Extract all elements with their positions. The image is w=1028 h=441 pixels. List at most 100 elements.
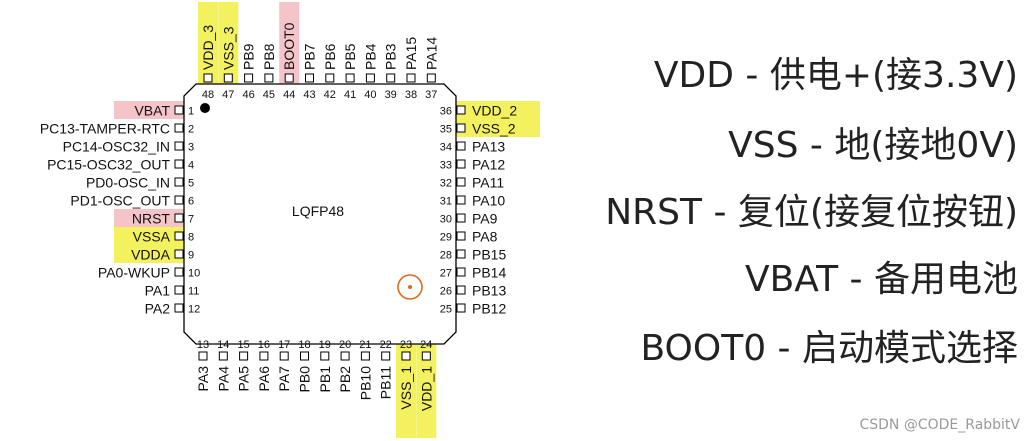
pin-number-44: 44 — [283, 89, 295, 101]
pin-number-33: 33 — [440, 160, 452, 172]
pin-name-pa8: PA8 — [472, 229, 498, 245]
pin-name-vdd_3: VDD_3 — [200, 25, 216, 70]
pin-number-34: 34 — [440, 142, 452, 154]
pin-name-pa13: PA13 — [472, 139, 505, 155]
pin-number-30: 30 — [440, 214, 452, 226]
pin-name-pa12: PA12 — [472, 157, 505, 173]
pin-name-pa2: PA2 — [145, 301, 171, 317]
pin-number-16: 16 — [258, 339, 270, 351]
pin-number-32: 32 — [440, 178, 452, 190]
pin-number-40: 40 — [364, 89, 376, 101]
pin-pad-8 — [174, 231, 184, 241]
pin-name-pb5: PB5 — [342, 43, 358, 70]
pin-pad-13 — [198, 351, 208, 361]
pin-pad-15 — [239, 351, 249, 361]
pin-pad-47 — [223, 73, 233, 83]
watermark: CSDN @CODE_RabbitV — [859, 417, 1020, 433]
pin-pad-46 — [244, 73, 254, 83]
pin-name-pa11: PA11 — [472, 175, 504, 191]
legend-nrst: NRST - 复位(接复位按钮) — [605, 192, 1018, 233]
pin-name-boot0: BOOT0 — [281, 22, 297, 70]
pin-pad-48 — [203, 73, 213, 83]
pin-pad-10 — [174, 267, 184, 277]
pin-name-pd1-osc_out: PD1-OSC_OUT — [70, 193, 170, 209]
pin-pad-11 — [174, 285, 184, 295]
pin-pad-27 — [456, 267, 466, 277]
pin-number-48: 48 — [202, 89, 214, 101]
pin-pad-1 — [174, 105, 184, 115]
pin-highlight-8 — [114, 227, 194, 245]
pin-highlight-44 — [279, 2, 300, 94]
pin-number-18: 18 — [298, 339, 310, 351]
pin-number-1: 1 — [188, 106, 194, 118]
pin-number-22: 22 — [380, 339, 392, 351]
pin-number-10: 10 — [188, 268, 200, 280]
pin-number-8: 8 — [188, 232, 194, 244]
pin-number-28: 28 — [440, 250, 452, 262]
pin-pad-32 — [456, 177, 466, 187]
pin-name-pa5: PA5 — [236, 366, 252, 392]
pin-pad-30 — [456, 213, 466, 223]
pin-pad-31 — [456, 195, 466, 205]
pin-name-pb6: PB6 — [322, 43, 338, 70]
pin-name-pb15: PB15 — [472, 247, 506, 263]
pin-pad-7 — [174, 213, 184, 223]
pin-name-vdd_1: VDD_1 — [418, 366, 434, 411]
pin-pad-21 — [360, 351, 370, 361]
pin-pad-2 — [174, 123, 184, 133]
pin-number-27: 27 — [440, 268, 452, 280]
pin-name-pc15-osc32_out: PC15-OSC32_OUT — [47, 157, 170, 173]
pin-name-pb13: PB13 — [472, 283, 506, 299]
pin-pad-9 — [174, 249, 184, 259]
legend-vbat: VBAT - 备用电池 — [744, 259, 1018, 300]
pin-pad-29 — [456, 231, 466, 241]
pin-pad-17 — [279, 351, 289, 361]
pin-number-2: 2 — [188, 124, 194, 136]
pin-pad-16 — [259, 351, 269, 361]
pin-pad-20 — [340, 351, 350, 361]
pin-number-35: 35 — [440, 124, 452, 136]
pin-number-21: 21 — [359, 339, 371, 351]
pin-number-43: 43 — [303, 89, 315, 101]
orientation-circle-center — [408, 285, 412, 289]
pin-number-5: 5 — [188, 178, 194, 190]
pin-name-vss_3: VSS_3 — [220, 26, 236, 70]
pin-name-pa14: PA14 — [423, 37, 439, 70]
pin-number-17: 17 — [278, 339, 290, 351]
pin-name-vbat: VBAT — [134, 103, 170, 119]
pin-name-pc13-tamper-rtc: PC13-TAMPER-RTC — [40, 121, 170, 137]
pin-pad-22 — [381, 351, 391, 361]
chip-package-outline — [183, 83, 457, 345]
pin-name-pb2: PB2 — [337, 366, 353, 393]
pin-pad-42 — [325, 73, 335, 83]
pin-pad-12 — [174, 303, 184, 313]
pin-pad-36 — [456, 105, 466, 115]
pin-name-pa6: PA6 — [256, 366, 272, 392]
pin-function-legend: VDD - 供电+(接3.3V) VSS - 地(接地0V) NRST - 复位… — [560, 0, 1028, 441]
legend-vss: VSS - 地(接地0V) — [728, 125, 1018, 166]
pin-pad-23 — [401, 351, 411, 361]
pin-number-12: 12 — [188, 304, 200, 316]
pin-pad-18 — [300, 351, 309, 361]
pin-highlight-23 — [396, 336, 416, 438]
pin-pad-25 — [456, 303, 466, 313]
lqfp48-pinout-diagram: LQFP48 1VBAT2PC13-TAMPER-RTC3PC14-OSC32_… — [40, 2, 540, 438]
pin-number-42: 42 — [324, 89, 336, 101]
pin-name-pc14-osc32_in: PC14-OSC32_IN — [63, 139, 170, 155]
pin-name-pb14: PB14 — [472, 265, 506, 281]
pin-number-14: 14 — [217, 339, 229, 351]
pin-name-pa15: PA15 — [403, 37, 419, 70]
pin-pad-3 — [174, 141, 184, 151]
pin-name-pb7: PB7 — [302, 43, 318, 70]
pin-highlight-1 — [114, 101, 194, 119]
pin-pad-38 — [406, 73, 416, 83]
pin-pad-26 — [456, 285, 466, 295]
pin-highlight-9 — [114, 245, 194, 263]
pin-number-45: 45 — [263, 89, 275, 101]
pin-name-pb4: PB4 — [362, 43, 378, 70]
pin-number-31: 31 — [440, 196, 452, 208]
pin-name-vss_1: VSS_1 — [398, 366, 414, 410]
pin-name-vdd_2: VDD_2 — [472, 103, 517, 119]
pin-name-pa10: PA10 — [472, 193, 505, 209]
pin-name-vssa: VSSA — [133, 229, 171, 245]
